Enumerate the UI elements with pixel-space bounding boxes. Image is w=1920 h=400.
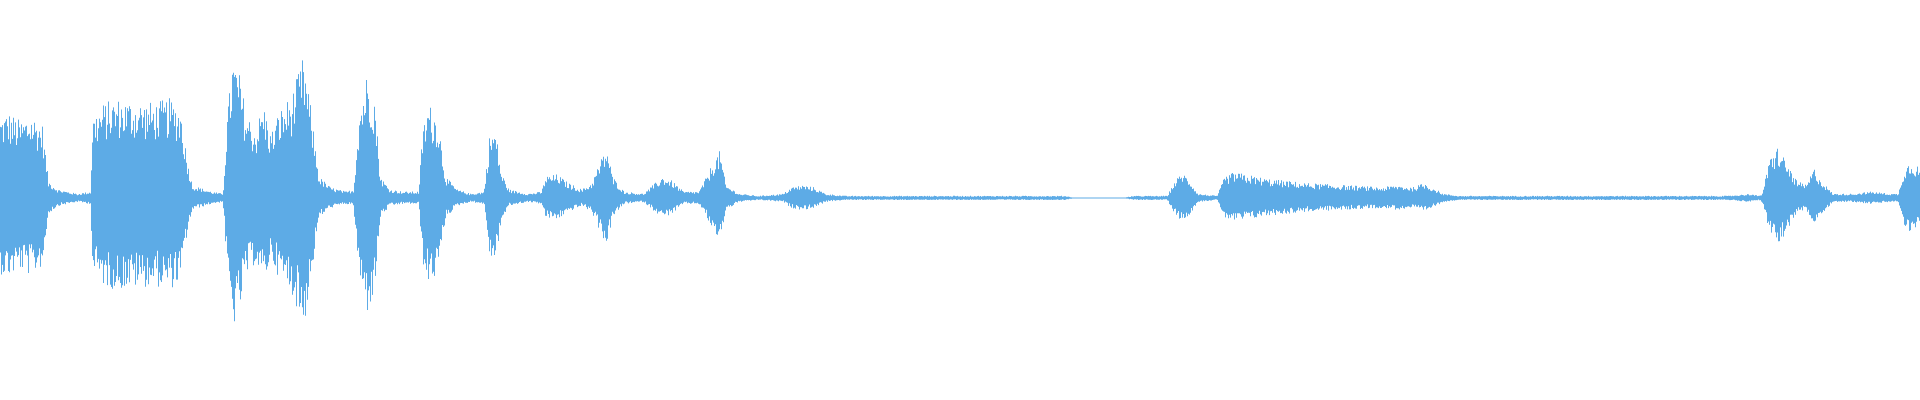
waveform-samples (0, 60, 1920, 322)
waveform-path (0, 60, 1920, 322)
